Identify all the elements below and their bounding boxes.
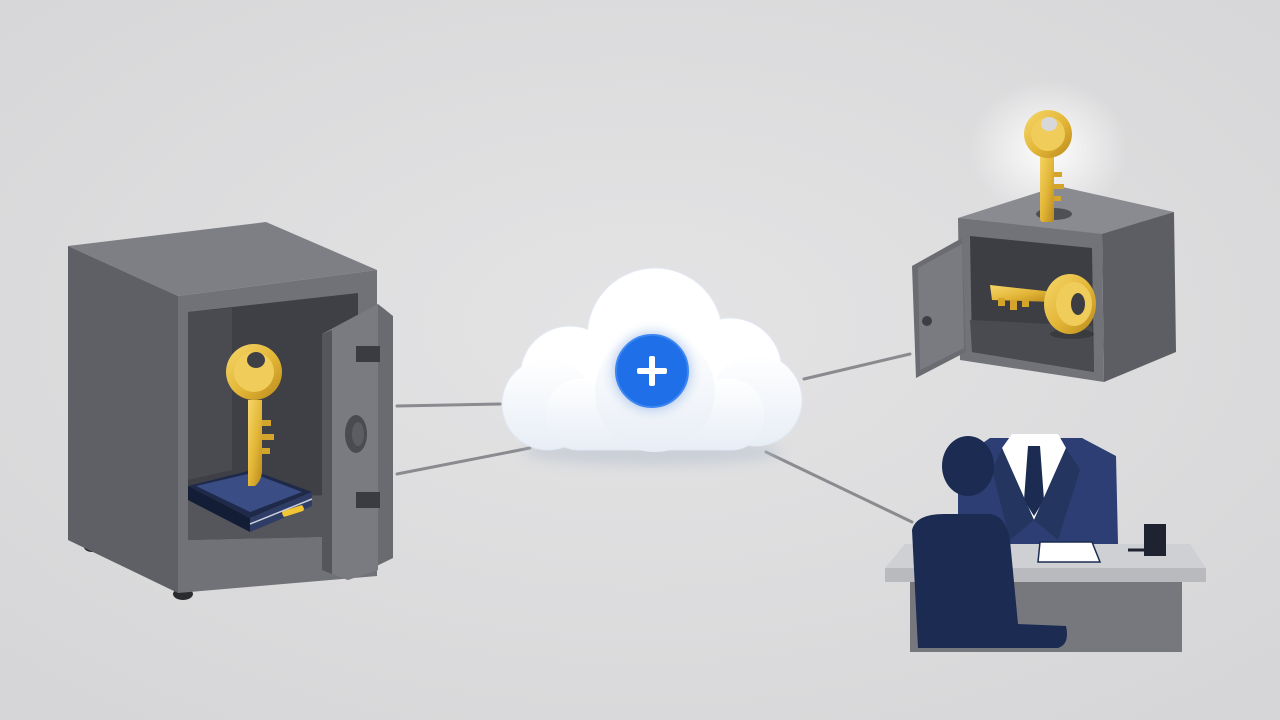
key-icon <box>226 344 282 486</box>
cup-icon <box>1144 524 1166 556</box>
lapel-left <box>992 448 1034 540</box>
connector-safe-bottom-to-cloud <box>395 446 532 476</box>
safe-top <box>68 222 377 296</box>
silhouette-head <box>942 436 994 496</box>
connector-safe-top-to-cloud <box>395 402 502 408</box>
silhouette-body <box>912 514 1067 648</box>
paper-icon <box>1037 541 1102 563</box>
connector-cloud-to-lockbox <box>802 352 912 381</box>
key-icon <box>990 274 1096 339</box>
lockbox-knob <box>922 316 932 326</box>
safe-hinge <box>356 346 380 362</box>
lapel-right <box>1034 448 1080 540</box>
cloud-plus-icon <box>501 267 803 466</box>
key-lockbox-icon <box>912 80 1176 382</box>
connector-lines <box>395 352 914 524</box>
open-safe-with-key-and-device-icon <box>68 222 393 600</box>
safe-side <box>68 246 178 593</box>
tie <box>1024 446 1044 516</box>
connector-cloud-to-person <box>764 450 914 524</box>
hardware-wallet-device <box>188 470 313 532</box>
lockbox-side <box>1102 212 1176 382</box>
safe-hinge <box>356 492 380 508</box>
floating-key-icon <box>1024 110 1072 222</box>
person-at-desk-icon <box>885 434 1206 652</box>
